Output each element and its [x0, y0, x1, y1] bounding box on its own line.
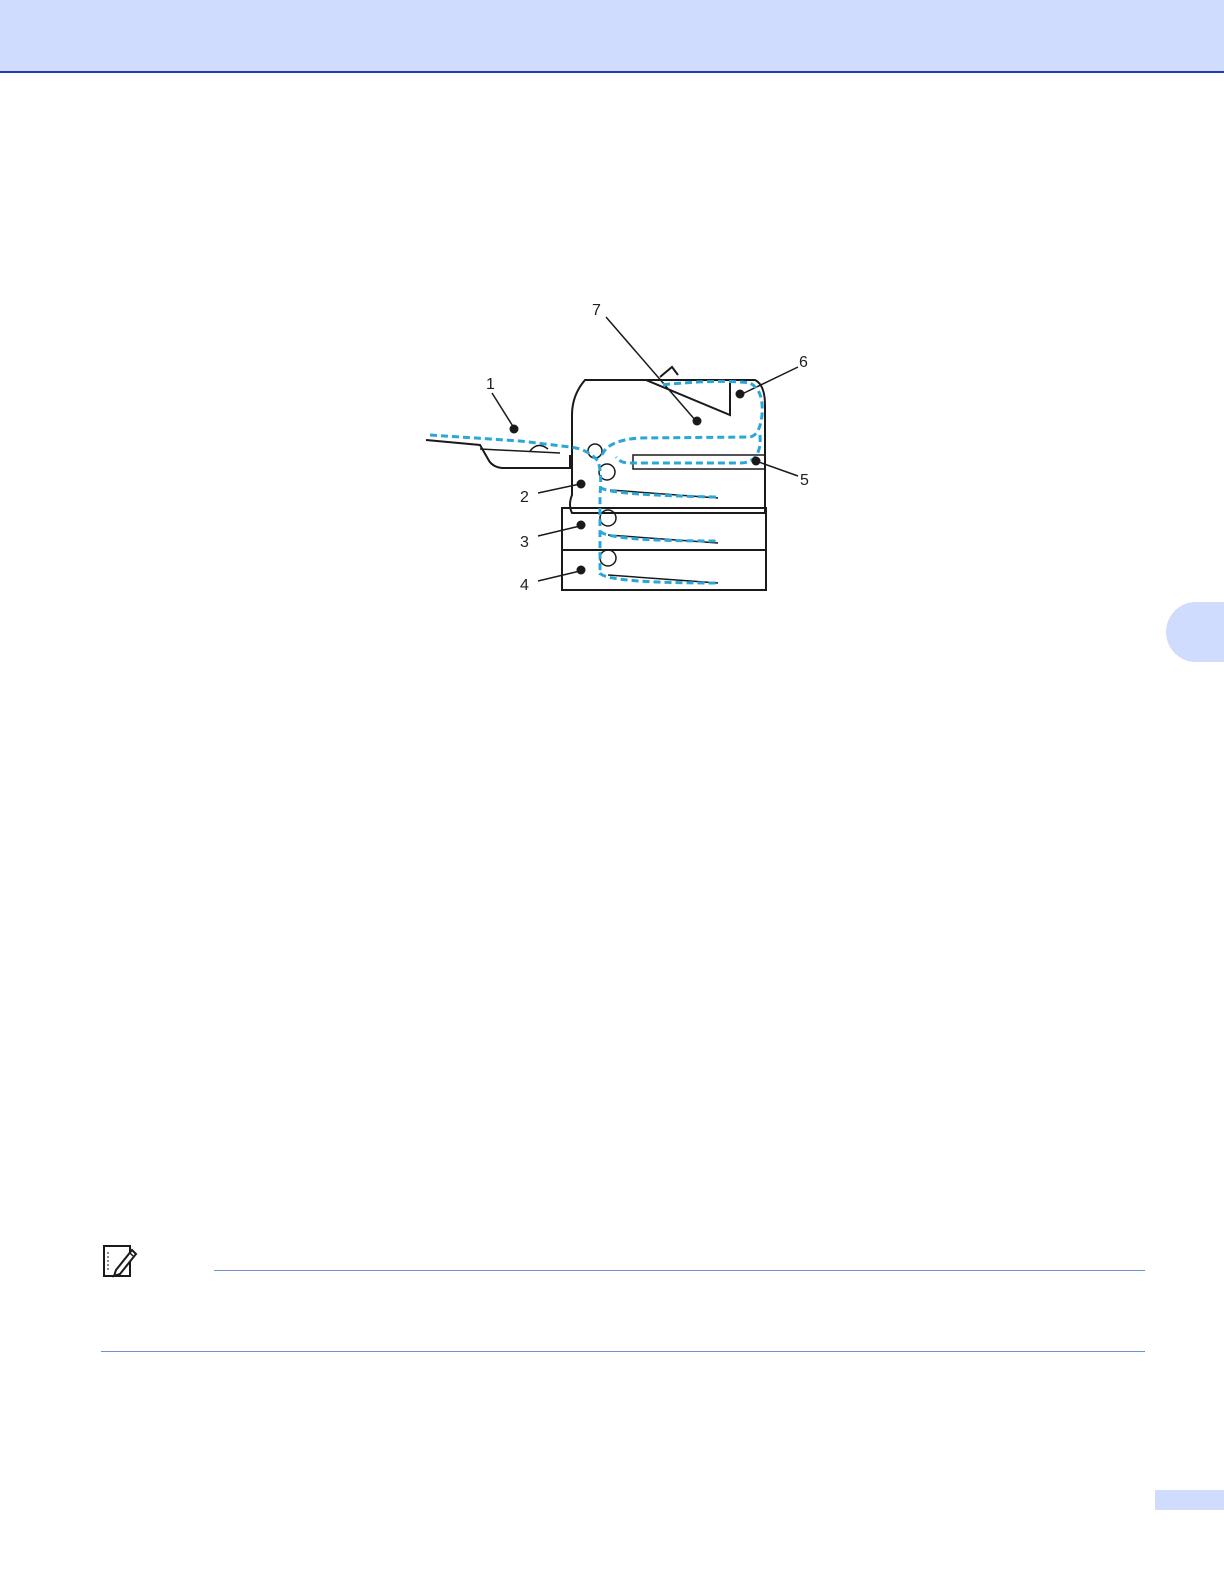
callout-7: 7 — [592, 303, 601, 319]
note-pencil-icon — [102, 1244, 138, 1280]
printer-diagram — [420, 295, 820, 605]
callout-1: 1 — [486, 377, 495, 393]
paper-path-main — [430, 435, 601, 575]
note-rule-bottom — [101, 1351, 1145, 1352]
printer-paper-path-figure: 1 2 3 4 5 6 7 — [420, 295, 820, 605]
mp-tray — [426, 440, 570, 468]
note-rule-top — [214, 1270, 1145, 1271]
callout-3: 3 — [520, 535, 529, 551]
lower-tray-2 — [562, 508, 766, 550]
callout-4: 4 — [520, 578, 529, 594]
page-number-tab — [1155, 1490, 1224, 1510]
header-band — [0, 0, 1224, 73]
chapter-tab — [1166, 602, 1224, 662]
callout-6: 6 — [799, 355, 808, 371]
lower-tray-3 — [562, 550, 766, 590]
top-output-tray — [646, 379, 730, 415]
paper-path-back — [616, 435, 760, 463]
callout-5: 5 — [800, 473, 809, 489]
printer-body — [570, 380, 765, 513]
callout-2: 2 — [520, 490, 529, 506]
top-paper-stop — [660, 367, 678, 377]
